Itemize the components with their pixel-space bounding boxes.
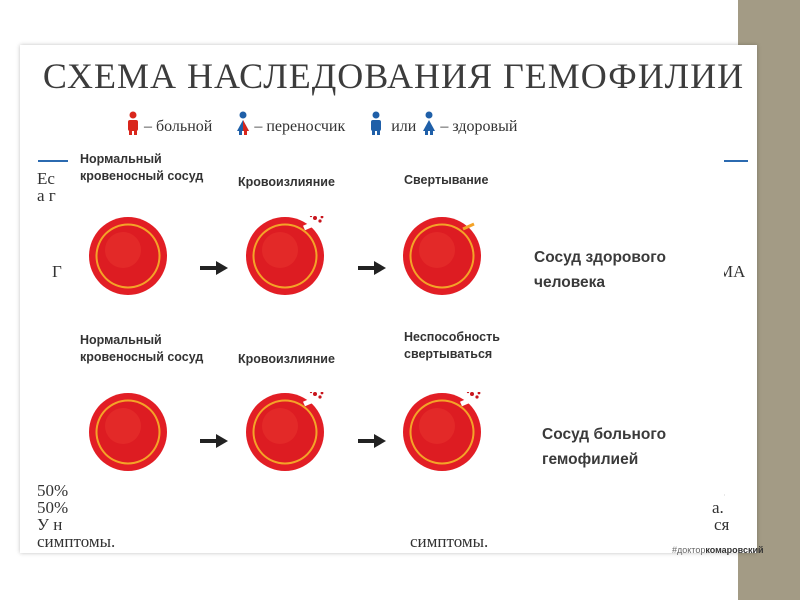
healthy-male-icon [371, 111, 382, 135]
row2-normal-vessel-label: Нормальный кровеносный сосуд [80, 332, 203, 366]
bg-text-fragment: симптомы. [37, 532, 116, 551]
bg-text-fragment: МА [718, 262, 746, 281]
legend: – больной – переносчик или – здоровый [124, 111, 517, 135]
coagulation-diagram [69, 144, 724, 500]
bg-text-fragment: а. [712, 498, 724, 517]
bleeding-vessel-icon [246, 216, 324, 295]
arrow-right-icon [358, 434, 386, 448]
healthy-vessel-caption: Сосуд здорового человека [534, 245, 666, 295]
watermark: #докторкомаровский [672, 545, 764, 555]
row1-clotting-label: Свертывание [404, 173, 489, 187]
bg-text-fragment: ся [714, 515, 730, 534]
bg-text-fragment: У н [37, 515, 63, 534]
label-line: свертываться [404, 347, 493, 361]
caption-line: Сосуд больного [542, 426, 667, 443]
bg-text-fragment: Ес [37, 169, 55, 188]
row2-no-clotting-label: Неспособность свертываться [404, 329, 500, 363]
sick-person-icon [128, 111, 138, 135]
bg-text-fragment: 50% [37, 481, 69, 500]
bg-text-fragment: а г [37, 186, 56, 205]
row1-normal-vessel-label: Нормальный кровеносный сосуд [80, 151, 203, 185]
legend-sick-label: – больной [144, 118, 213, 135]
normal-vessel-icon [89, 393, 167, 471]
label-line: Неспособность [404, 330, 500, 344]
healthy-female-icon [423, 111, 436, 135]
legend-carrier-label: – переносчик [254, 118, 346, 135]
clotted-vessel-icon [403, 217, 481, 295]
legend-or-label: или [391, 118, 417, 135]
carrier-person-icon [237, 111, 250, 135]
slide-title: СХЕМА НАСЛЕДОВАНИЯ ГЕМОФИЛИИ [42, 56, 745, 96]
caption-line: гемофилией [542, 451, 639, 468]
caption-line: Сосуд здорового [534, 249, 666, 266]
legend-healthy-label: – здоровый [440, 118, 518, 135]
bleeding-vessel-icon [246, 392, 324, 471]
label-line: кровеносный сосуд [80, 350, 204, 364]
watermark-prefix: #доктор [672, 545, 706, 555]
arrow-right-icon [200, 261, 228, 275]
divider-right [714, 160, 748, 162]
normal-vessel-icon [89, 217, 167, 295]
label-line: Нормальный [80, 152, 162, 166]
label-line: Нормальный [80, 333, 162, 347]
row1-bleeding-label: Кровоизлияние [238, 175, 335, 189]
arrow-right-icon [200, 434, 228, 448]
bg-text-fragment: симптомы. [410, 532, 489, 551]
bleeding-vessel-icon [403, 392, 481, 471]
bg-text-fragment: 50% [37, 498, 69, 517]
caption-line: человека [534, 274, 606, 291]
row2-bleeding-label: Кровоизлияние [238, 352, 335, 366]
divider-left [38, 160, 68, 162]
label-line: кровеносный сосуд [80, 169, 204, 183]
bg-text-fragment: Г [52, 262, 62, 281]
arrow-right-icon [358, 261, 386, 275]
hemophilia-vessel-caption: Сосуд больного гемофилией [542, 422, 666, 472]
watermark-name: комаровский [705, 545, 764, 555]
